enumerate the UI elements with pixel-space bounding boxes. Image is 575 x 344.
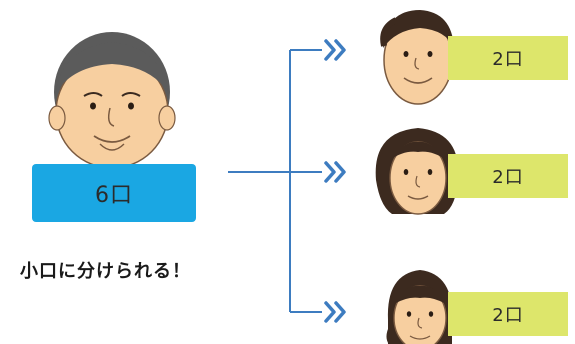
double-chevron-icon	[324, 39, 346, 61]
share-units-box: 2口	[448, 36, 568, 80]
girl-face-icon	[386, 270, 453, 344]
split-caption: 小口に分けられる！	[20, 261, 191, 282]
branch-connector	[228, 49, 322, 313]
boy-face-icon	[380, 10, 454, 105]
double-chevron-icon	[324, 301, 346, 323]
share-units-label: 2口	[492, 305, 524, 326]
double-chevron-icon	[324, 161, 346, 183]
share-units-label: 2口	[492, 49, 524, 70]
woman-face-icon	[375, 128, 459, 215]
source-units-label: 6口	[95, 183, 133, 208]
share-units-label: 2口	[492, 167, 524, 188]
grandfather-face-icon	[48, 32, 176, 169]
share-units-box: 2口	[448, 154, 568, 198]
share-units-box: 2口	[448, 292, 568, 336]
source-units-box: 6口	[32, 164, 196, 222]
